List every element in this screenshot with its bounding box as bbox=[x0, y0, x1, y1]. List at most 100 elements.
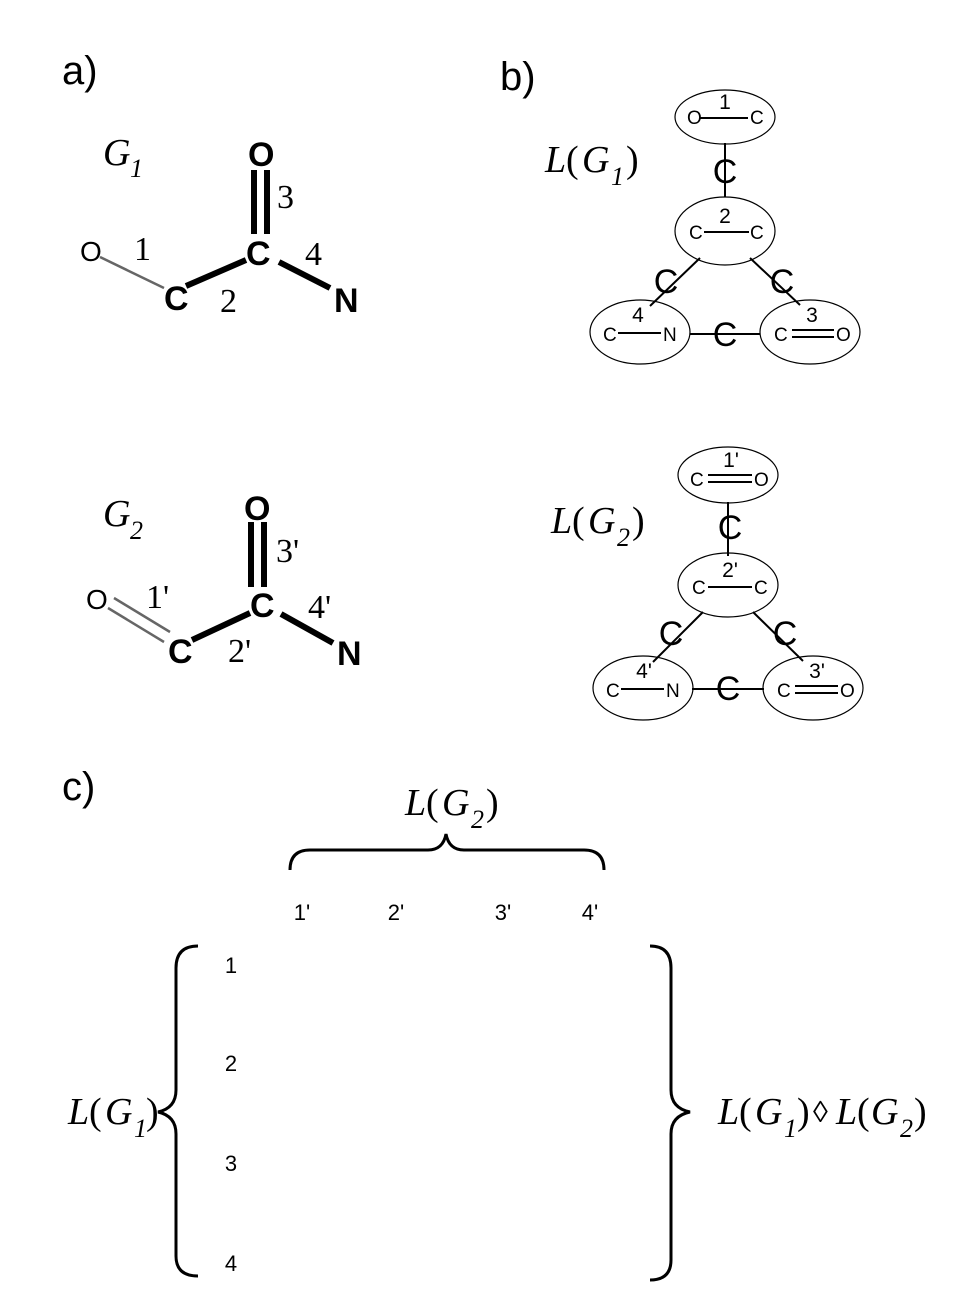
lg2-close-paren: ) bbox=[632, 500, 645, 542]
lg1-subscript: 1 bbox=[611, 162, 624, 191]
matrix-right-brace bbox=[649, 944, 691, 1282]
lg1-node-2-num: 2 bbox=[719, 205, 731, 228]
g1-subscript: 1 bbox=[130, 154, 143, 183]
lg1-node-1-left: O bbox=[687, 108, 702, 129]
lg1-node-3-num: 3 bbox=[806, 304, 818, 327]
matrix-left-close: ) bbox=[146, 1091, 159, 1133]
line-graph-2: L ( G 2 ) C C C C C O 1' C C 2' C N 4' bbox=[550, 446, 864, 721]
lg2-node-2-num: 2' bbox=[722, 559, 738, 582]
matrix-right-G1: G bbox=[755, 1091, 782, 1133]
g1-atom-o-top: O bbox=[248, 136, 274, 174]
lg2-node-2-right: C bbox=[754, 578, 768, 599]
g1-atom-n: N bbox=[334, 282, 359, 320]
lg2-G: G bbox=[588, 500, 615, 542]
g2-atom-o-end: O bbox=[86, 584, 108, 615]
matrix-right-subscript1: 1 bbox=[784, 1114, 797, 1143]
matrix-row-label-1: 1 bbox=[225, 953, 237, 978]
lg2-L: L bbox=[550, 500, 572, 542]
matrix-row-label-2: 2 bbox=[225, 1051, 237, 1076]
lg1-edge-2-3-label: C bbox=[770, 263, 795, 301]
matrix-right-subscript2: 2 bbox=[900, 1114, 913, 1143]
matrix-right-open1: ( bbox=[739, 1091, 752, 1133]
matrix-right-G2: G bbox=[871, 1091, 898, 1133]
g1-bond-2-line bbox=[184, 257, 248, 289]
g2-name: G bbox=[103, 493, 130, 535]
g2-atom-n: N bbox=[337, 635, 362, 673]
lg2-edge-4-3-label: C bbox=[716, 670, 741, 708]
lg2-node-1 bbox=[677, 446, 779, 504]
matrix-top-subscript: 2 bbox=[471, 805, 484, 834]
lg2-edge-1-2-label: C bbox=[718, 509, 743, 547]
lg2-node-1-right: O bbox=[754, 470, 769, 491]
lg1-edge-1-2-label: C bbox=[713, 153, 738, 191]
matrix-row-label-4: 4 bbox=[225, 1251, 237, 1276]
lg2-node-3-num: 3' bbox=[809, 660, 825, 683]
lg1-node-3-left: C bbox=[774, 325, 788, 346]
g2-atom-c-center: C bbox=[250, 587, 275, 625]
line-graph-1: L ( G 1 ) C C C C O C 1 C C 2 C N 4 bbox=[544, 89, 861, 365]
lg2-edge-2-3 bbox=[752, 611, 804, 662]
g2-subscript: 2 bbox=[130, 516, 143, 545]
g2-bond-2-line bbox=[190, 610, 252, 643]
lg1-node-2-right: C bbox=[750, 223, 764, 244]
lg1-node-4-num: 4 bbox=[632, 304, 644, 327]
lg2-node-4-left: C bbox=[606, 681, 620, 702]
lg1-L: L bbox=[544, 139, 566, 181]
matrix-left-L: L bbox=[67, 1091, 89, 1133]
matrix-col-label-2: 2' bbox=[388, 900, 404, 925]
panel-label-c: c) bbox=[62, 765, 95, 809]
matrix-left-brace bbox=[157, 944, 199, 1278]
g1-bond-4-label: 4 bbox=[305, 236, 322, 273]
panel-label-b: b) bbox=[500, 55, 536, 99]
lg1-node-1 bbox=[674, 89, 776, 145]
matrix-top-open: ( bbox=[426, 782, 439, 824]
panel-label-a: a) bbox=[62, 49, 98, 93]
matrix-top-G: G bbox=[442, 782, 469, 824]
lg1-node-2-left: C bbox=[689, 223, 703, 244]
lg1-open-paren: ( bbox=[566, 139, 579, 181]
lg2-node-1-left: C bbox=[690, 470, 704, 491]
lg1-node-1-num: 1 bbox=[719, 91, 731, 114]
matrix-top-brace bbox=[288, 833, 606, 871]
matrix-col-label-1: 1' bbox=[294, 900, 310, 925]
molecule-g2: G 2 O C C O N 1' 2' 3' 4' bbox=[86, 490, 362, 673]
lg1-node-4-left: C bbox=[603, 325, 617, 346]
matrix-top-close: ) bbox=[486, 782, 499, 824]
g2-bond-4-label: 4' bbox=[308, 589, 331, 626]
g1-name: G bbox=[103, 132, 130, 174]
matrix-right-open2: ( bbox=[857, 1091, 870, 1133]
lg1-G: G bbox=[582, 139, 609, 181]
g1-bond-2-label: 2 bbox=[220, 283, 237, 320]
lg1-edge-2-3 bbox=[749, 257, 801, 306]
matrix-left-subscript: 1 bbox=[134, 1114, 147, 1143]
lg1-close-paren: ) bbox=[626, 139, 639, 181]
lg1-node-3-right: O bbox=[836, 325, 851, 346]
lg2-open-paren: ( bbox=[572, 500, 585, 542]
g1-bond-1-line bbox=[99, 255, 165, 290]
g2-bond-2-label: 2' bbox=[228, 633, 251, 670]
lg1-edge-2-4 bbox=[649, 257, 701, 307]
lg2-node-2 bbox=[677, 552, 779, 618]
lg2-edge-2-4 bbox=[652, 611, 704, 663]
g1-bond-1-label: 1 bbox=[134, 231, 151, 268]
matrix-col-label-3: 3' bbox=[495, 900, 511, 925]
g2-atom-o-top: O bbox=[244, 490, 270, 528]
lg1-edge-4-3-label: C bbox=[713, 316, 738, 354]
g2-atom-c-left: C bbox=[168, 633, 193, 671]
matrix-left-G: G bbox=[105, 1091, 132, 1133]
g1-atom-c-left: C bbox=[164, 280, 189, 318]
g2-bond-1-line-a bbox=[113, 596, 171, 634]
matrix-col-label-4: 4' bbox=[582, 900, 598, 925]
lg2-edge-2-3-label: C bbox=[773, 615, 798, 653]
g2-bond-3-label: 3' bbox=[276, 533, 299, 570]
lg1-node-2 bbox=[674, 196, 776, 266]
g2-bond-1-label: 1' bbox=[146, 579, 169, 616]
lg2-node-1-num: 1' bbox=[723, 449, 739, 472]
matrix-top-L: L bbox=[404, 782, 426, 824]
g2-bond-1-line-b bbox=[107, 606, 165, 644]
lg1-node-4-right: N bbox=[663, 325, 677, 346]
matrix-right-L2: L bbox=[835, 1091, 857, 1133]
lg1-node-1-right: C bbox=[750, 108, 764, 129]
matrix-right-L1: L bbox=[717, 1091, 739, 1133]
lg2-node-4 bbox=[592, 655, 694, 721]
